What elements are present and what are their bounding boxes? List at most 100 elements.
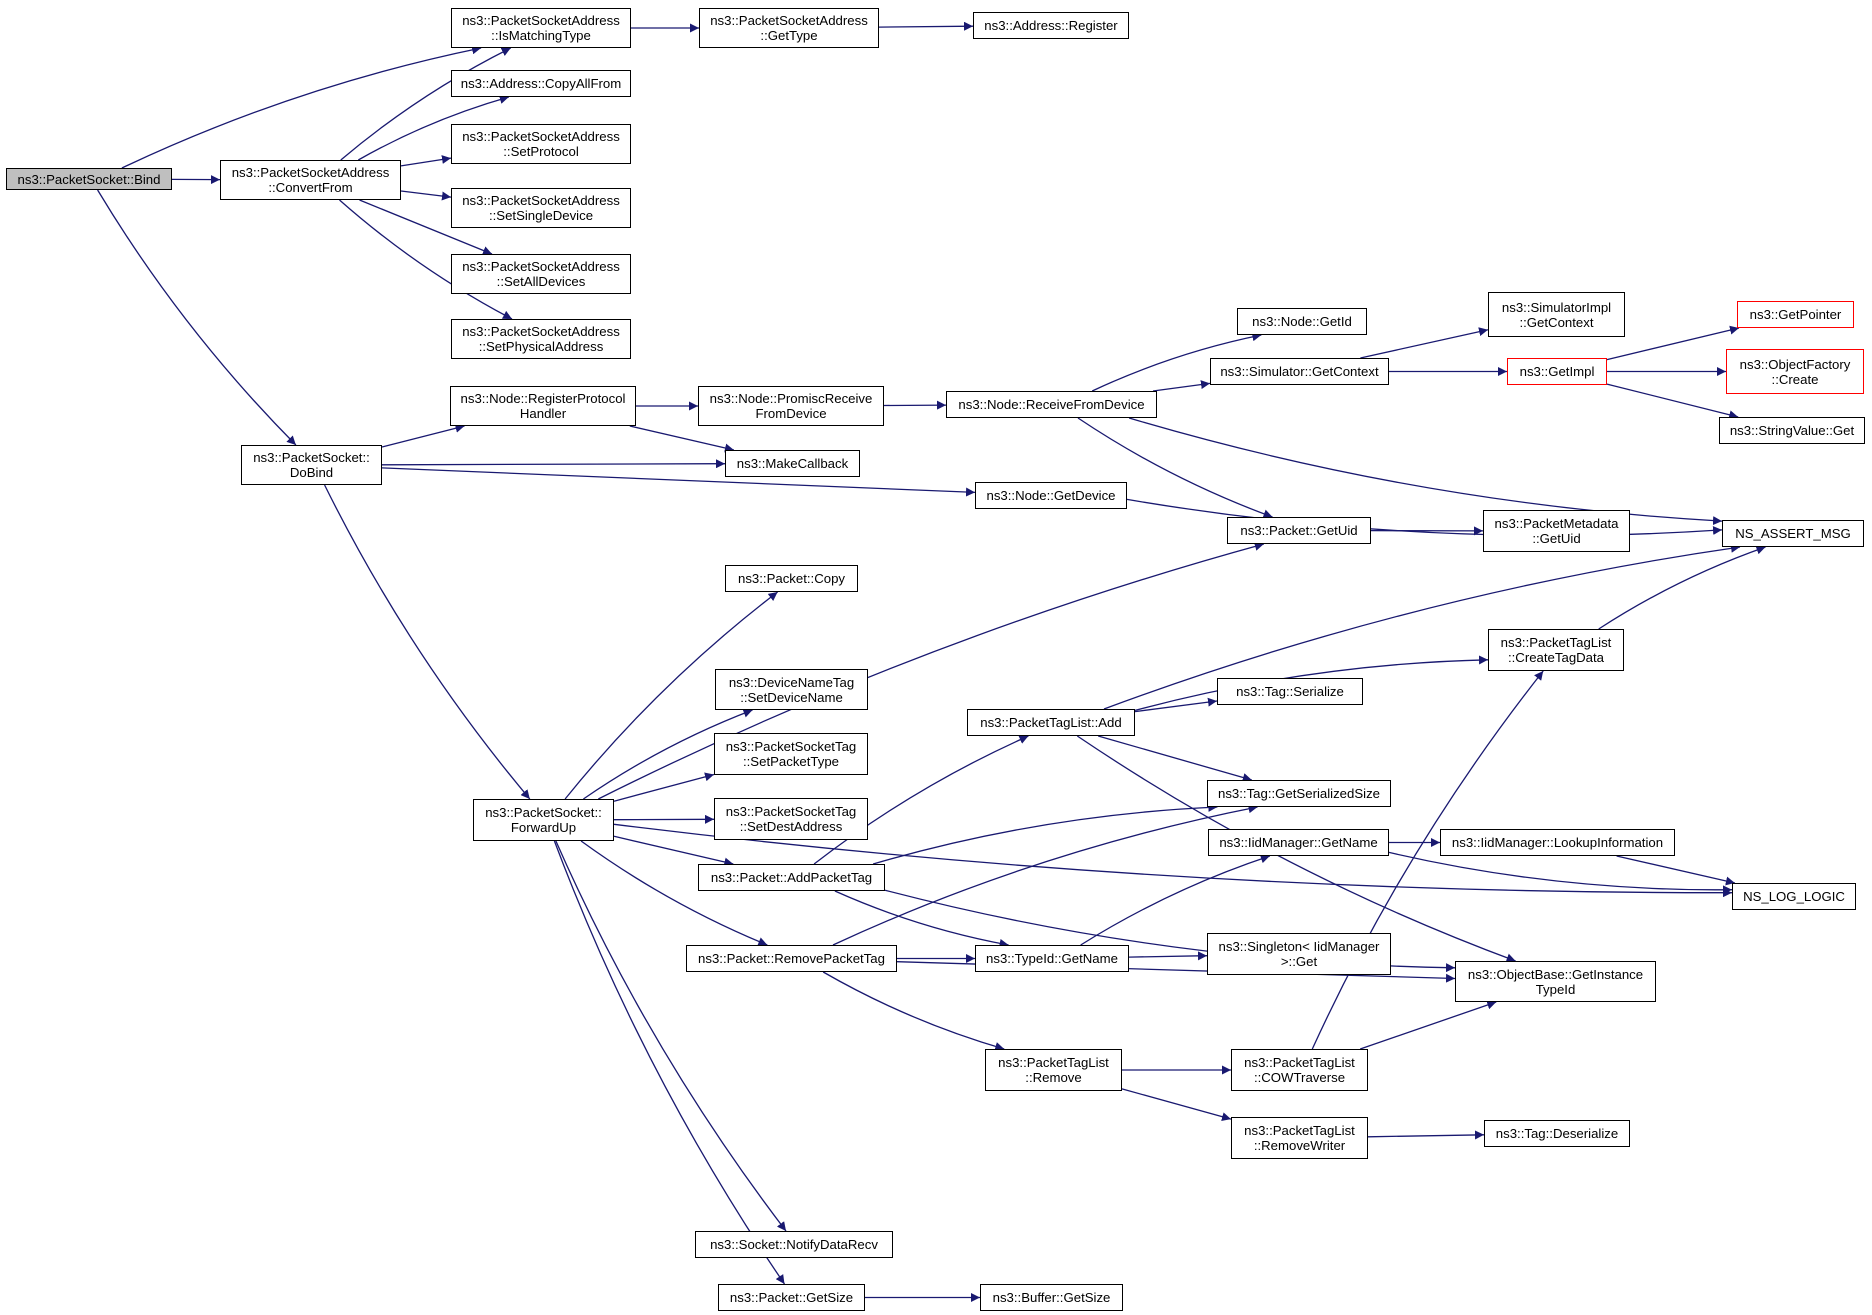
graph-node-getpointer[interactable]: ns3::GetPointer [1737, 301, 1854, 328]
graph-node-label: ns3::PacketSocketAddress [462, 324, 620, 339]
graph-node-label: ns3::PacketTagList [1500, 635, 1612, 650]
graph-node-label: ns3::Singleton< IidManager [1218, 939, 1380, 954]
graph-node-objfactory[interactable]: ns3::ObjectFactory::Create [1726, 349, 1864, 394]
graph-node-label: ns3::SimulatorImpl [1501, 299, 1612, 315]
edge-bind-to-dobind [97, 189, 297, 446]
edge-typeidname-to-singleton [1128, 951, 1208, 961]
graph-node-getdevice[interactable]: ns3::Node::GetDevice [975, 482, 1127, 509]
graph-node-tlremove[interactable]: ns3::PacketTagList::Remove [985, 1049, 1122, 1091]
graph-node-label: ns3::Tag::Deserialize [1495, 1126, 1619, 1141]
edge-forwardup-to-setpkttype [613, 772, 715, 802]
graph-node-label: ns3::PacketSocketAddress [462, 259, 620, 274]
graph-node-setprotocol[interactable]: ns3::PacketSocketAddress::SetProtocol [451, 124, 631, 164]
edge-iidgetname-to-nslog [1388, 851, 1733, 895]
edge-convertfrom-to-ismatch [340, 47, 511, 161]
graph-node-createtag[interactable]: ns3::PacketTagList::CreateTagData [1488, 629, 1624, 671]
graph-node-register[interactable]: ns3::Address::Register [973, 12, 1129, 39]
graph-node-label: ns3::IidManager::LookupInformation [1451, 835, 1664, 850]
graph-node-setpkttype[interactable]: ns3::PacketSocketTag::SetPacketType [714, 733, 868, 775]
graph-node-strvalget[interactable]: ns3::StringValue::Get [1719, 417, 1865, 444]
graph-node-iidgetname[interactable]: ns3::IidManager::GetName [1208, 829, 1389, 856]
graph-node-label: ns3::TypeId::GetName [986, 951, 1118, 966]
graph-node-addpkttag[interactable]: ns3::Packet::AddPacketTag [698, 864, 885, 891]
graph-node-label: FromDevice [755, 406, 827, 421]
edge-recvfrom-to-simgetctx [1152, 380, 1211, 392]
graph-node-singleton[interactable]: ns3::Singleton< IidManager >::Get [1207, 933, 1391, 975]
graph-node-label: ::CreateTagData [1507, 650, 1605, 665]
edge-dobind-to-makecb [381, 459, 726, 469]
graph-node-pktgetsize[interactable]: ns3::Packet::GetSize [718, 1284, 865, 1311]
edge-typeidname-to-iidgetname [1080, 854, 1271, 946]
graph-node-label: ::GetType [760, 28, 818, 43]
graph-node-setphys[interactable]: ns3::PacketSocketAddress::SetPhysicalAdd… [451, 319, 631, 359]
edge-bind-to-ismatch [121, 45, 482, 169]
graph-node-typeidname[interactable]: ns3::TypeId::GetName [975, 945, 1129, 972]
graph-node-label: ns3::Tag::Serialize [1236, 684, 1344, 699]
graph-node-metagetuid[interactable]: ns3::PacketMetadata::GetUid [1483, 510, 1630, 552]
graph-node-setdevname[interactable]: ns3::DeviceNameTag::SetDeviceName [715, 669, 868, 710]
graph-node-label: ::COWTraverse [1253, 1070, 1346, 1085]
graph-node-label: TypeId [1535, 981, 1576, 997]
graph-node-tagdeser[interactable]: ns3::Tag::Deserialize [1484, 1120, 1630, 1147]
graph-node-label: ns3::Socket::NotifyDataRecv [710, 1237, 878, 1252]
graph-node-getimpl[interactable]: ns3::GetImpl [1507, 358, 1607, 385]
graph-node-label: ns3::Packet::AddPacketTag [710, 870, 873, 885]
graph-node-bind: ns3::PacketSocket::Bind [6, 168, 172, 190]
graph-node-label: NS_LOG_LOGIC [1743, 889, 1845, 904]
graph-node-notifyrecv[interactable]: ns3::Socket::NotifyDataRecv [695, 1231, 893, 1258]
edge-convertfrom-to-setphys [339, 199, 513, 320]
graph-node-makecb[interactable]: ns3::MakeCallback [725, 450, 860, 477]
graph-node-label: ns3::Simulator::GetContext [1220, 364, 1379, 379]
graph-node-forwardup[interactable]: ns3::PacketSocket::ForwardUp [473, 799, 614, 841]
graph-node-label: ::SetProtocol [503, 144, 579, 159]
graph-node-label: ns3::ObjectFactory [1739, 356, 1851, 372]
graph-node-simimplctx[interactable]: ns3::SimulatorImpl::GetContext [1488, 292, 1625, 337]
graph-node-label: ns3::GetPointer [1749, 307, 1842, 322]
graph-node-gettype[interactable]: ns3::PacketSocketAddress::GetType [699, 8, 879, 48]
graph-node-pktcopy[interactable]: ns3::Packet::Copy [725, 565, 858, 592]
graph-node-bufgetsize[interactable]: ns3::Buffer::GetSize [980, 1284, 1123, 1311]
edge-rmpkttag-to-taggetsize [832, 804, 1258, 946]
graph-node-nodegetid[interactable]: ns3::Node::GetId [1237, 308, 1367, 335]
graph-node-simgetctx[interactable]: ns3::Simulator::GetContext [1210, 358, 1389, 385]
graph-node-nsassert[interactable]: NS_ASSERT_MSG [1722, 520, 1864, 547]
graph-node-nslog[interactable]: NS_LOG_LOGIC [1732, 883, 1856, 910]
graph-node-getuid[interactable]: ns3::Packet::GetUid [1227, 517, 1371, 544]
graph-node-label: ns3::PacketSocket:: [485, 805, 602, 820]
graph-node-label: ::ConvertFrom [268, 180, 353, 195]
graph-node-label: ns3::Packet::Copy [737, 571, 846, 586]
graph-node-setsingle[interactable]: ns3::PacketSocketAddress::SetSingleDevic… [451, 188, 631, 228]
graph-node-label: ::GetContext [1519, 314, 1594, 330]
edge-forwardup-to-setdevname [583, 709, 753, 800]
graph-node-label: NS_ASSERT_MSG [1735, 526, 1851, 541]
edge-rmpkttag-to-tlremove [822, 971, 1005, 1051]
graph-node-taglistadd[interactable]: ns3::PacketTagList::Add [967, 709, 1135, 736]
graph-node-iidlookup[interactable]: ns3::IidManager::LookupInformation [1440, 829, 1675, 856]
graph-node-label: ns3::PacketTagList::Add [980, 715, 1122, 730]
graph-node-label: ns3::DeviceNameTag [728, 674, 855, 690]
edge-forwardup-to-nslog [613, 823, 1733, 898]
graph-node-tagserialize[interactable]: ns3::Tag::Serialize [1217, 678, 1363, 705]
edge-convertfrom-to-setall [359, 199, 493, 255]
graph-node-setall[interactable]: ns3::PacketSocketAddress::SetAllDevices [451, 254, 631, 294]
graph-node-taggetsize[interactable]: ns3::Tag::GetSerializedSize [1207, 780, 1391, 807]
graph-node-ismatch[interactable]: ns3::PacketSocketAddress::IsMatchingType [451, 8, 631, 48]
graph-node-cowtrav[interactable]: ns3::PacketTagList::COWTraverse [1231, 1049, 1368, 1091]
graph-node-copyall[interactable]: ns3::Address::CopyAllFrom [451, 70, 631, 97]
graph-node-label: ns3::Packet::RemovePacketTag [698, 951, 885, 966]
edge-iidlookup-to-nslog [1616, 855, 1736, 886]
graph-node-recvfrom[interactable]: ns3::Node::ReceiveFromDevice [946, 391, 1157, 418]
graph-node-rmwriter[interactable]: ns3::PacketTagList::RemoveWriter [1231, 1117, 1368, 1159]
edge-recvfrom-to-nodegetid [1091, 332, 1262, 392]
edge-gettype-to-register [878, 21, 974, 31]
graph-node-setdestaddr[interactable]: ns3::PacketSocketTag::SetDestAddress [714, 798, 868, 840]
graph-node-dobind[interactable]: ns3::PacketSocket::DoBind [241, 445, 382, 485]
graph-node-rmpkttag[interactable]: ns3::Packet::RemovePacketTag [686, 945, 897, 972]
graph-node-label: ns3::PacketTagList [1244, 1123, 1355, 1138]
graph-node-label: ns3::Address::CopyAllFrom [460, 76, 622, 91]
graph-node-convertfrom[interactable]: ns3::PacketSocketAddress::ConvertFrom [220, 160, 401, 200]
